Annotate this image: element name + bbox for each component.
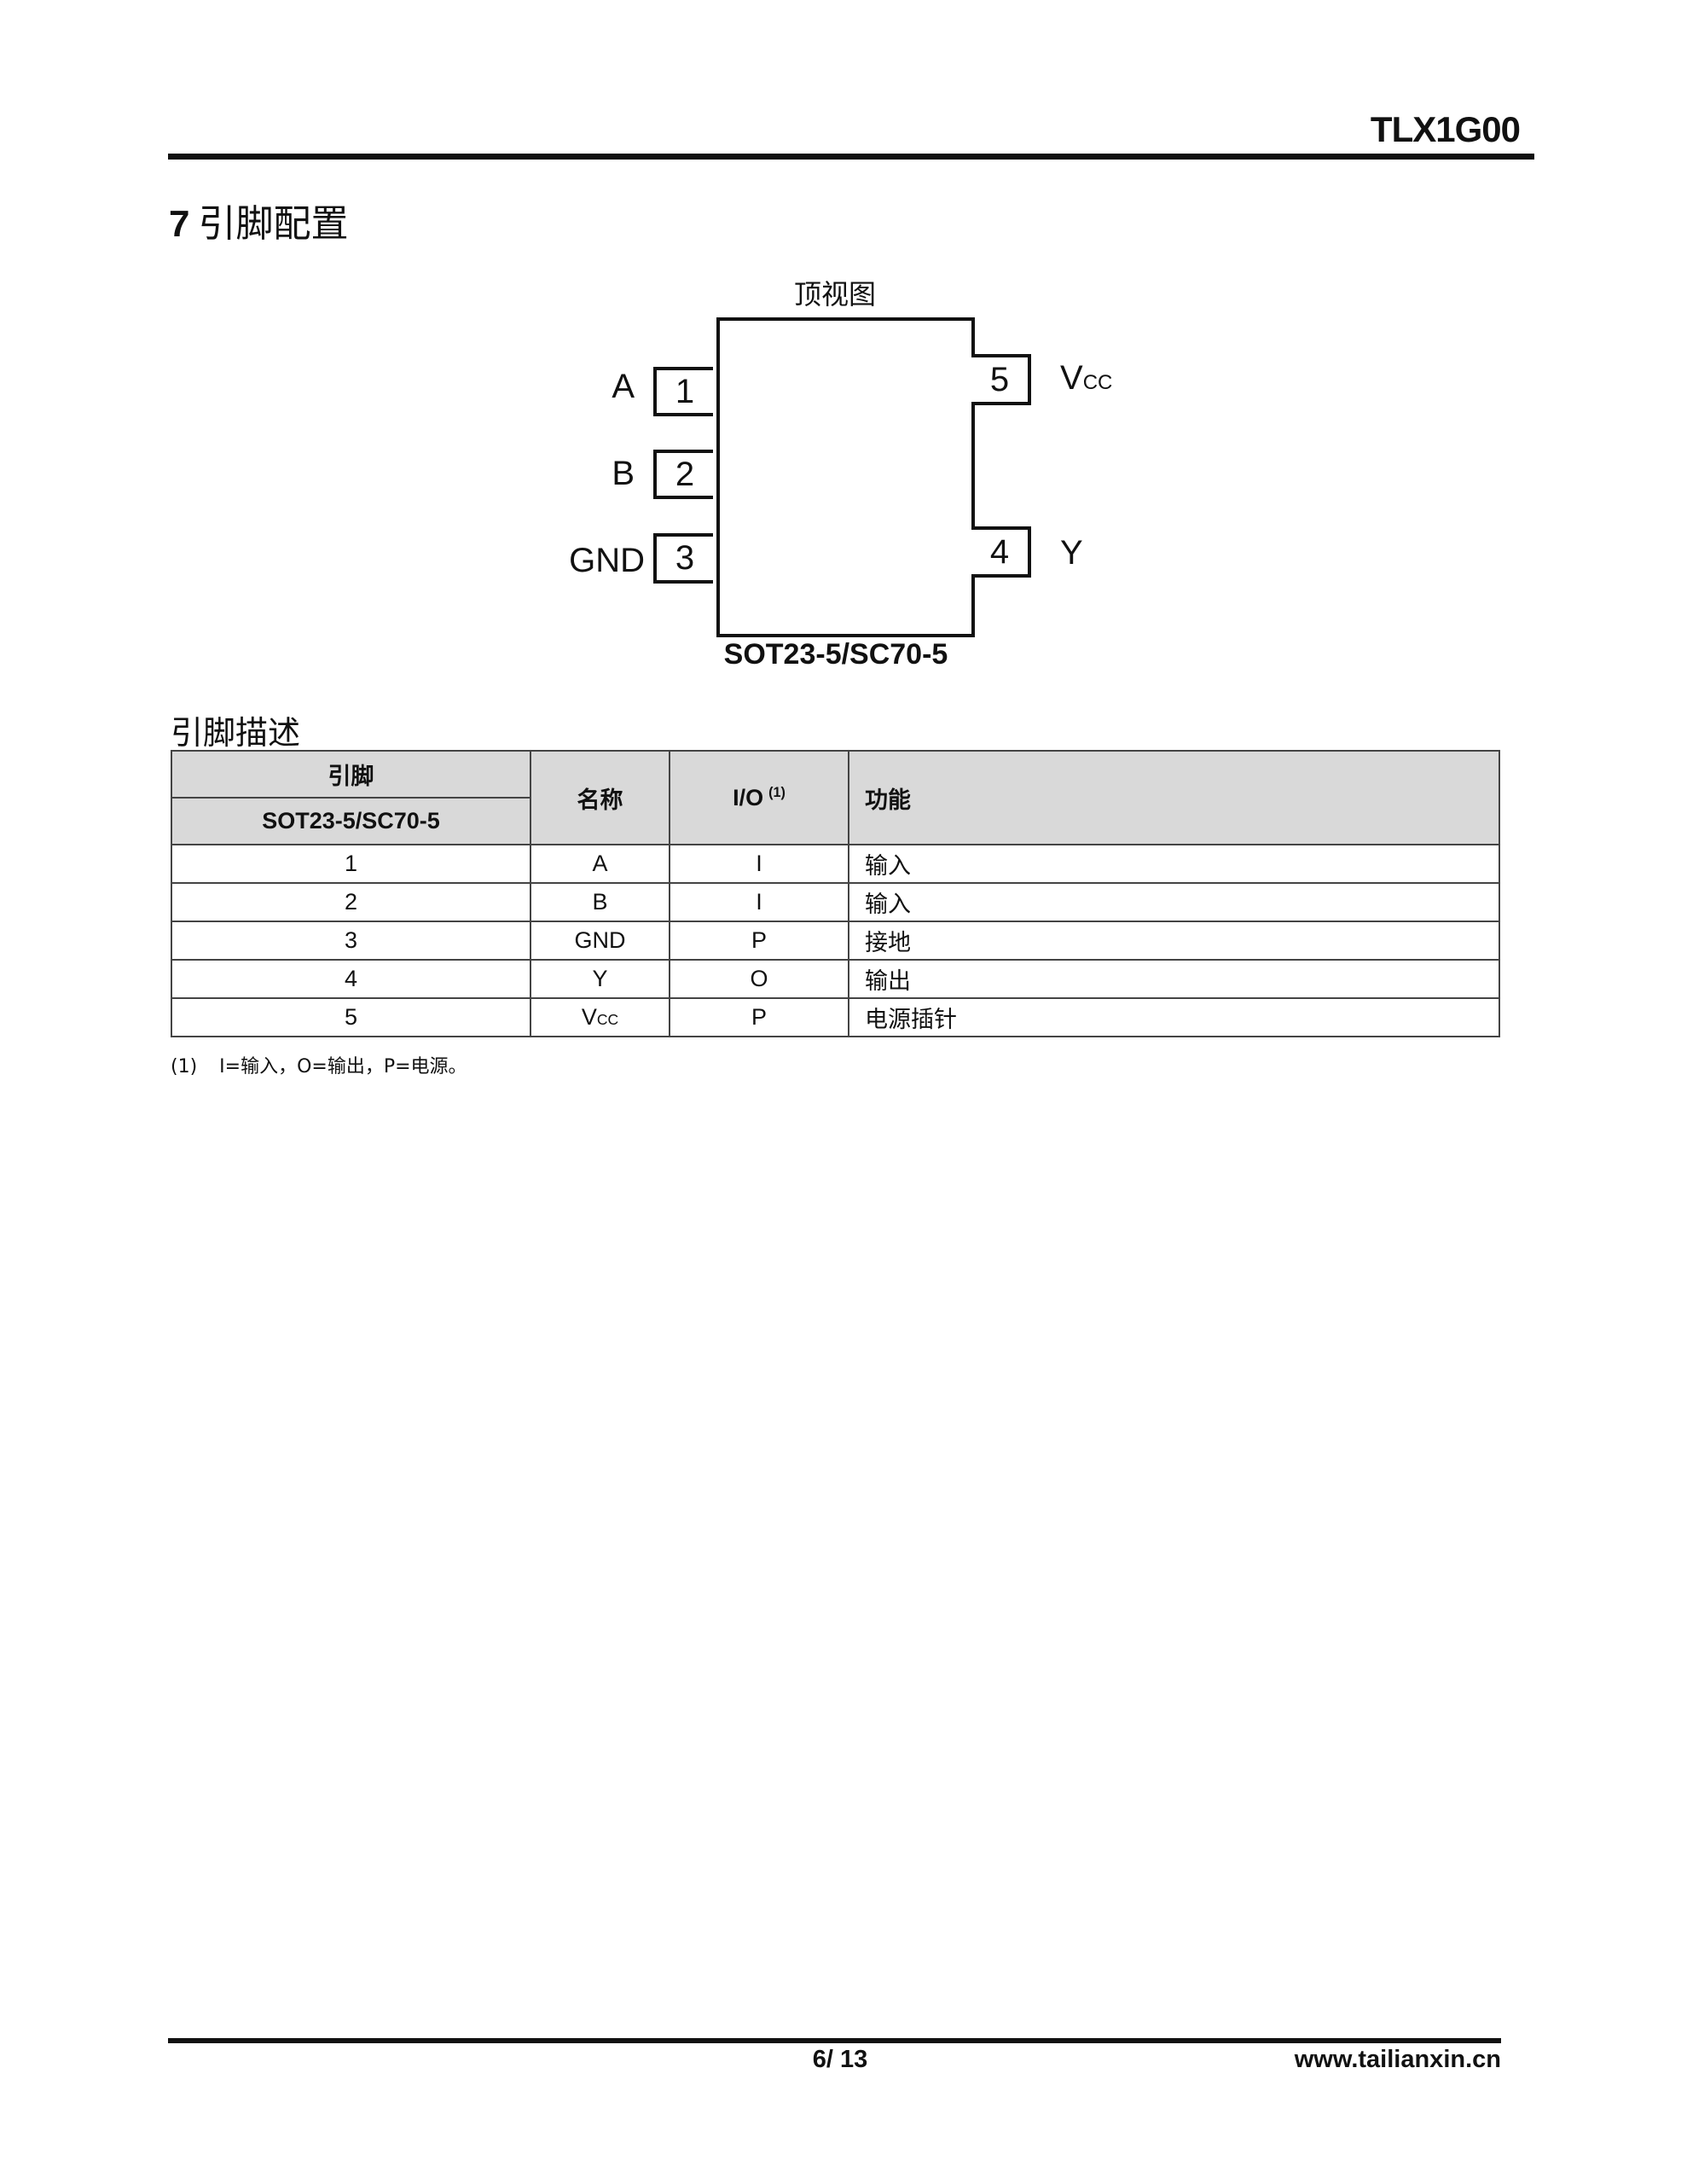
- footnote-text: I=输入，O=输出，P=电源。: [219, 1056, 467, 1077]
- pin-3-label: GND: [569, 542, 645, 579]
- cell-pin: 5: [171, 997, 531, 1037]
- footer-url[interactable]: www.tailianxin.cn: [1294, 2046, 1501, 2073]
- top-view-label: 顶视图: [793, 278, 876, 311]
- cell-io: P: [669, 921, 849, 961]
- cell-name: VCC: [530, 997, 670, 1037]
- cell-pin: 1: [171, 844, 531, 884]
- header-io: I/O(1): [669, 750, 849, 845]
- cell-pin: 3: [171, 921, 531, 961]
- cell-function: 输入: [848, 882, 1500, 922]
- footnote-ref: (1): [768, 784, 786, 800]
- section-number: 7: [169, 203, 190, 245]
- header-package: SOT23-5/SC70-5: [171, 797, 531, 845]
- header-io-label: I/O: [733, 784, 764, 810]
- cell-function: 输出: [848, 959, 1500, 999]
- pin-1-label: A: [612, 368, 635, 405]
- name-text: V: [581, 1004, 597, 1030]
- footnote-mark: (1): [171, 1056, 198, 1077]
- cell-io: P: [669, 997, 849, 1037]
- pin-number: 3: [675, 539, 695, 577]
- pin-name-subscript: CC: [1082, 371, 1113, 394]
- pin-number: 1: [675, 372, 695, 410]
- pin-number: 5: [989, 360, 1010, 398]
- header-function: 功能: [848, 750, 1500, 845]
- package-body: [716, 317, 975, 637]
- footer-divider: [168, 2038, 1501, 2043]
- package-label: SOT23-5/SC70-5: [723, 638, 948, 671]
- pin-4-label: Y: [1060, 534, 1083, 572]
- pin-number: 4: [989, 532, 1010, 571]
- header-pin: 引脚: [171, 750, 531, 799]
- table-header-row: 引脚 名称 I/O(1) 功能: [171, 750, 1500, 845]
- page-number: 6/ 13: [812, 2046, 868, 2073]
- cell-function: 电源插针: [848, 997, 1500, 1037]
- name-subscript: CC: [596, 1011, 619, 1028]
- pin-name: V: [1060, 359, 1083, 397]
- cell-function: 接地: [848, 921, 1500, 961]
- section-title: 引脚配置: [198, 202, 349, 246]
- cell-name: GND: [530, 921, 670, 961]
- cell-name: A: [530, 844, 670, 884]
- cell-io: I: [669, 844, 849, 884]
- pin-4-box: 4: [971, 526, 1031, 578]
- header-name: 名称: [530, 750, 670, 845]
- pin-5-label: VCC: [1060, 359, 1112, 398]
- document-part-number: TLX1G00: [1370, 109, 1521, 149]
- cell-io: O: [669, 959, 849, 999]
- pin-3-box: 3: [653, 533, 713, 584]
- cell-function: 输入: [848, 844, 1500, 884]
- pin-2-box: 2: [653, 450, 713, 499]
- pin-number: 2: [675, 455, 695, 493]
- cell-name: Y: [530, 959, 670, 999]
- cell-pin: 4: [171, 959, 531, 999]
- cell-name: B: [530, 882, 670, 922]
- cell-pin: 2: [171, 882, 531, 922]
- pin-1-box: 1: [653, 367, 713, 416]
- cell-io: I: [669, 882, 849, 922]
- pin-5-box: 5: [971, 354, 1031, 405]
- table-header-row: SOT23-5/SC70-5: [171, 797, 1499, 845]
- header-divider: [168, 154, 1534, 160]
- table-footnote: (1) I=输入，O=输出，P=电源。: [171, 1051, 490, 1078]
- pin-description-title: 引脚描述: [171, 714, 301, 752]
- pin-2-label: B: [612, 455, 635, 492]
